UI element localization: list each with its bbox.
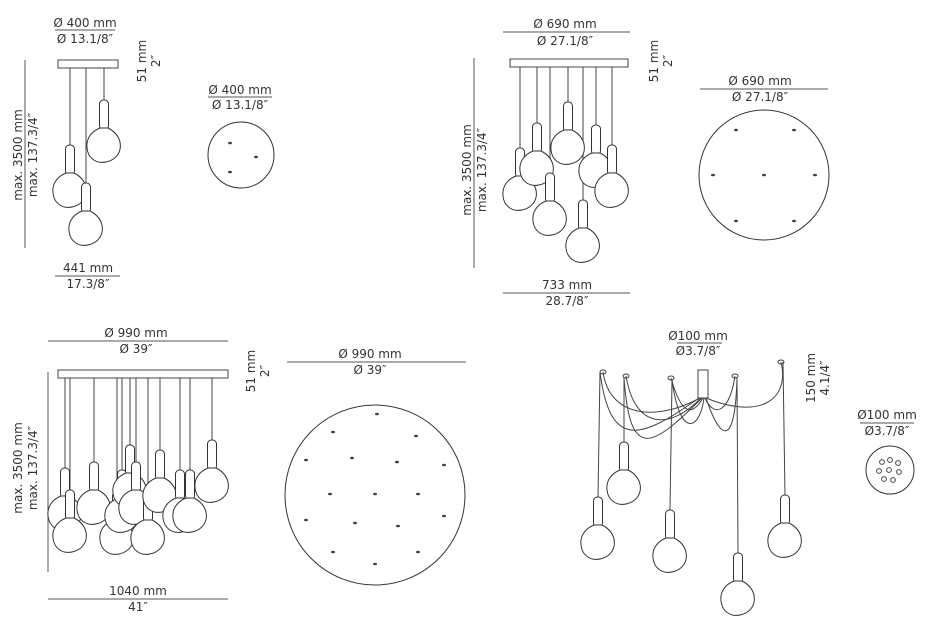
w733-mm: 733 mm [542,278,592,292]
hmax-in-1: max. 137.3/4″ [26,112,40,197]
d400-mm-top: Ø 400 mm [53,16,116,30]
panel-d990: Ø 990 mm Ø 39″ 51 mm 2″ max. 3500 mm max… [11,326,466,614]
h51-mm-3: 51 mm [244,350,258,392]
hmax-in-3: max. 137.3/4″ [26,425,40,510]
panel-d400: Ø 400 mm Ø 13.1/8″ 51 mm 2″ max. 3500 mm… [11,16,275,291]
h51-mm-2: 51 mm [647,40,661,82]
w441-mm: 441 mm [63,261,113,275]
d690-mm-top: Ø 690 mm [533,17,596,31]
d100-in-top: Ø3.7/8″ [676,344,721,358]
d100-mm-plan: Ø100 mm [857,408,917,422]
d990-in-top: Ø 39″ [119,342,153,356]
h51-in-2: 2″ [661,54,675,67]
h51-in-3: 2″ [258,364,272,377]
d100-in-plan: Ø3.7/8″ [865,424,910,438]
d100-mm-top: Ø100 mm [668,329,728,343]
h51-mm-1: 51 mm [135,40,149,82]
d400-mm-plan: Ø 400 mm [208,83,271,97]
hmax-mm-1: max. 3500 mm [11,109,25,201]
d990-mm-top: Ø 990 mm [104,326,167,340]
d690-mm-plan: Ø 690 mm [728,74,791,88]
d400-in-top: Ø 13.1/8″ [57,32,114,46]
w1040-mm: 1040 mm [109,584,167,598]
hmax-mm-2: max. 3500 mm [460,124,474,216]
d690-in-top: Ø 27.1/8″ [537,34,594,48]
panel-d690: Ø 690 mm Ø 27.1/8″ 51 mm 2″ max. 3500 mm… [460,17,830,308]
h150-mm: 150 mm [804,353,818,403]
panel-d100: Ø100 mm Ø3.7/8″ 150 mm 4.1/4″ Ø100 mm [580,329,917,616]
h51-in-1: 2″ [149,54,163,67]
hmax-in-2: max. 137.3/4″ [475,127,489,212]
w1040-in: 41″ [128,600,148,614]
hmax-mm-3: max. 3500 mm [11,422,25,514]
w441-in: 17.3/8″ [67,277,110,291]
w733-in: 28.7/8″ [546,294,589,308]
h150-in: 4.1/4″ [818,360,832,396]
d990-mm-plan: Ø 990 mm [338,347,401,361]
d990-in-plan: Ø 39″ [353,363,387,377]
d400-in-plan: Ø 13.1/8″ [212,98,269,112]
d690-in-plan: Ø 27.1/8″ [732,90,789,104]
